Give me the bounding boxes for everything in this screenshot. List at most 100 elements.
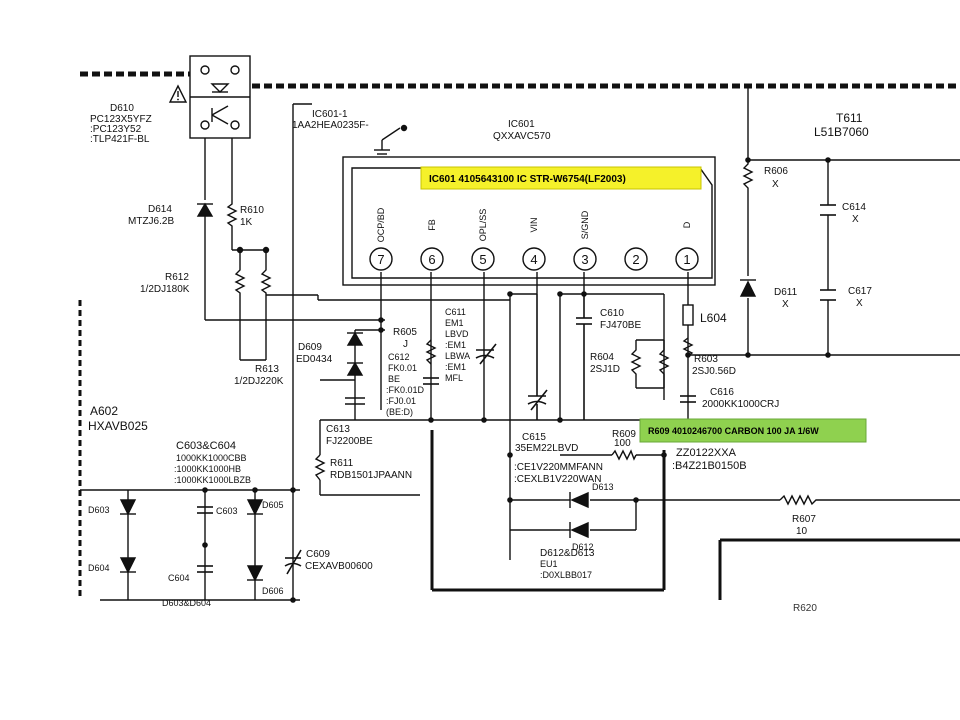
ic601-pin-4-number: 4 — [530, 252, 537, 267]
c611-line-5: :EM1 — [445, 362, 466, 372]
c615-alt-1: :CE1V220MMFANN — [514, 462, 603, 473]
ic601-pin-7-circle — [369, 247, 393, 271]
ic601-part: QXXAVC570 — [493, 131, 551, 142]
d610-label: D610 — [110, 103, 134, 114]
capacitor-c614 — [820, 204, 836, 216]
capacitor-c610 — [576, 294, 592, 420]
capacitor-c604 — [197, 565, 213, 573]
r609-highlight-box — [639, 418, 867, 443]
r606-label: R606 — [764, 166, 788, 177]
bridge-diodes — [119, 499, 264, 582]
r610-value: 1K — [240, 217, 253, 228]
a602-label: A602 — [90, 404, 118, 418]
c615-label: C615 — [522, 432, 546, 443]
ic601-pin-4-name: VIN — [529, 217, 539, 232]
c603-c604-title: C603&C604 — [176, 440, 236, 452]
d612-d613-line-2: :D0XLBB017 — [540, 570, 592, 580]
r609-label: R609 — [612, 429, 636, 440]
r605-label: R605 — [393, 327, 417, 338]
ic601-pin-6-name: FB — [427, 219, 437, 231]
d612-d613-title: D612&D613 — [540, 548, 595, 559]
diode-d612 — [560, 521, 589, 539]
c610-label: C610 — [600, 308, 624, 319]
c603-c604-line-3: :1000KK1000LBZB — [174, 475, 251, 485]
capacitor-c613 — [345, 397, 365, 405]
c611-line-2: LBVD — [445, 329, 469, 339]
c616-label: C616 — [710, 387, 734, 398]
r609-value: 100 — [614, 438, 631, 449]
resistor-r606 — [742, 160, 754, 195]
r603-label: R603 — [694, 354, 718, 365]
ic601-pin-7-number: 7 — [377, 252, 384, 267]
electrolytic-c611 — [475, 343, 497, 365]
d613-label: D613 — [592, 482, 614, 492]
c616-value: 2000KK1000CRJ — [702, 399, 779, 410]
ic601-pin-7-name: OCP/BD — [376, 207, 386, 242]
c612-line-5: (BE:D) — [386, 407, 413, 417]
electrolytic-c609 — [284, 549, 302, 575]
d606-label: D606 — [262, 586, 284, 596]
d614-label: D614 — [148, 204, 172, 215]
ic601-pin-1-circle — [675, 247, 699, 271]
dashed-rails — [78, 71, 960, 600]
c611-line-3: :EM1 — [445, 340, 466, 350]
c613-value: FJ2200BE — [326, 436, 373, 447]
resistor-r607 — [779, 494, 820, 506]
c612-line-1: FK0.01 — [388, 363, 417, 373]
ic601-pin-5-circle — [471, 247, 495, 271]
l604-label: L604 — [700, 311, 727, 325]
zener-d614 — [196, 202, 214, 320]
c609-label: C609 — [306, 549, 330, 560]
ic601-1-part: 1AA2HEA0235F- — [292, 120, 369, 131]
junction-dots — [202, 157, 831, 603]
ic601-pin-3-number: 3 — [581, 252, 588, 267]
d611-value: X — [782, 299, 789, 310]
r607-value: 10 — [796, 526, 808, 537]
optocoupler-d610 — [189, 55, 251, 200]
ic601-pin-2-circle — [624, 247, 648, 271]
d603-d604-label: D603&D604 — [162, 598, 211, 608]
resistor-r611 — [314, 454, 326, 481]
d610-part-3: :TLP421F-BL — [90, 134, 150, 145]
r613-value: 1/2DJ220K — [234, 376, 284, 387]
diode-d611 — [739, 279, 757, 297]
r603-value: 2SJ0.56D — [692, 366, 736, 377]
c612-line-4: :FJ0.01 — [386, 396, 416, 406]
resistor-r603 — [682, 337, 694, 357]
zz-part-2: :B4Z21B0150B — [672, 460, 747, 472]
c603-c604-line-2: :1000KK1000HB — [174, 464, 241, 474]
d609-part: ED0434 — [296, 354, 333, 365]
capacitor-c617 — [820, 289, 836, 301]
c613-label: C613 — [326, 424, 350, 435]
resistor-r605 — [425, 339, 437, 365]
warning-icon — [168, 84, 188, 103]
r611-value: RDB1501JPAANN — [330, 470, 412, 481]
t611-label: T611 — [836, 111, 863, 125]
ic601-pin-1-name: D — [682, 221, 692, 228]
r611-label: R611 — [330, 458, 354, 469]
r609-highlight-text: R609 4010246700 CARBON 100 JA 1/6W — [648, 426, 819, 436]
ic601-1-label: IC601-1 — [312, 109, 348, 120]
capacitor-c612 — [423, 377, 439, 385]
r620-partial-label: R620 — [793, 603, 817, 614]
ic601-pin-5-number: 5 — [479, 252, 486, 267]
d610-part-1: PC123X5YFZ — [90, 114, 152, 125]
c611-line-4: LBWA — [445, 351, 470, 361]
resistor-r610 — [226, 200, 238, 250]
ic601-pin-3-name: S/GND — [580, 210, 590, 239]
d611-label: D611 — [774, 287, 798, 298]
r607-label: R607 — [792, 514, 816, 525]
electrolytic-c615 — [527, 294, 548, 420]
r613-label: R613 — [255, 364, 279, 375]
capacitor-c603 — [197, 506, 213, 514]
r605-value: J — [403, 339, 408, 350]
c614-label: C614 — [842, 202, 866, 213]
t611-part: L51B7060 — [814, 125, 869, 139]
diode-d613 — [560, 491, 589, 509]
c609-value: CEXAVB00600 — [305, 561, 373, 572]
ic601-highlight-box — [420, 166, 702, 190]
ic601-pin-1-number: 1 — [683, 252, 690, 267]
d610-part-2: :PC123Y52 — [90, 124, 142, 135]
